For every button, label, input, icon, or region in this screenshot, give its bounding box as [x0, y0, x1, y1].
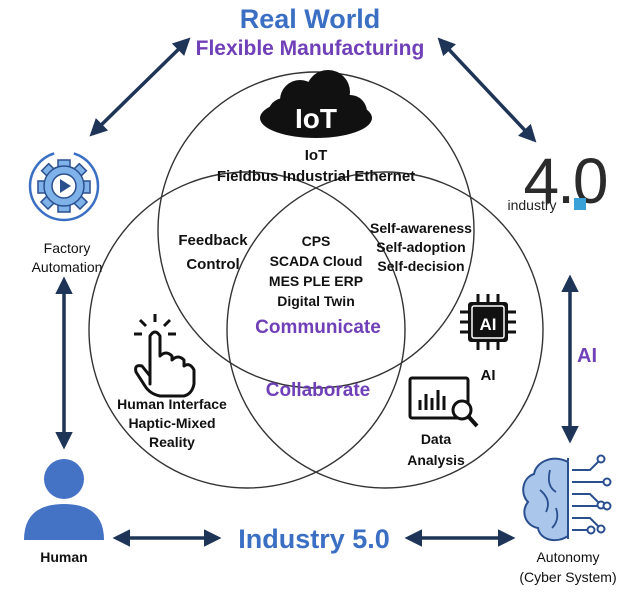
left-circle [88, 171, 406, 489]
hand-pointer-icon [134, 314, 196, 398]
feedback-label-line2: Control [186, 256, 239, 273]
diagram-subtitle: Flexible Manufacturing [196, 37, 425, 60]
ai-label: AI [481, 367, 496, 384]
arrow-title-industry [437, 37, 537, 143]
mes-label: MES PLE ERP [269, 273, 363, 289]
self-adoption-label: Self-adoption [376, 239, 465, 255]
scada-label: SCADA Cloud [270, 253, 363, 269]
self-awareness-label: Self-awareness [370, 220, 472, 236]
top-circle [157, 71, 475, 389]
factory-label: Factory [44, 240, 91, 256]
human-interface-label: Human Interface [117, 396, 227, 412]
iot-label: IoT [305, 147, 328, 164]
industry-logo-word: industry [507, 197, 556, 213]
cps-label: CPS [302, 233, 331, 249]
person-icon [24, 459, 104, 540]
ai-chip-icon: AI [460, 294, 516, 350]
communicate-label: Communicate [255, 317, 381, 338]
data-label: Data [421, 431, 452, 447]
haptic-label: Haptic-Mixed [128, 415, 215, 431]
ai-side-label: AI [577, 345, 597, 367]
industry-4-logo: 4.0 industry [507, 145, 608, 217]
fieldbus-label: Fieldbus Industrial Ethernet [217, 168, 415, 185]
collaborate-label: Collaborate [266, 380, 371, 401]
reality-label: Reality [149, 434, 195, 450]
feedback-label-line1: Feedback [178, 232, 248, 249]
industry-5-label: Industry 5.0 [238, 524, 390, 554]
industry-logo-number: 4.0 [524, 145, 607, 217]
cyber-system-label: (Cyber System) [519, 569, 616, 585]
iot-cloud-icon: IoT [260, 70, 372, 138]
diagram-title: Real World [240, 4, 381, 34]
analysis-label: Analysis [407, 452, 465, 468]
data-analysis-icon [408, 376, 479, 428]
digital-twin-label: Digital Twin [277, 293, 355, 309]
right-circle [226, 171, 544, 489]
ai-chip-text: AI [480, 315, 497, 334]
gear-play-icon [28, 150, 100, 222]
self-decision-label: Self-decision [377, 258, 464, 274]
automation-label: Automation [32, 259, 103, 275]
ai-brain-icon [522, 454, 612, 542]
autonomy-label: Autonomy [536, 549, 599, 565]
iot-logo-text: IoT [295, 103, 337, 134]
arrow-title-factory [89, 37, 191, 137]
human-label: Human [40, 549, 87, 565]
